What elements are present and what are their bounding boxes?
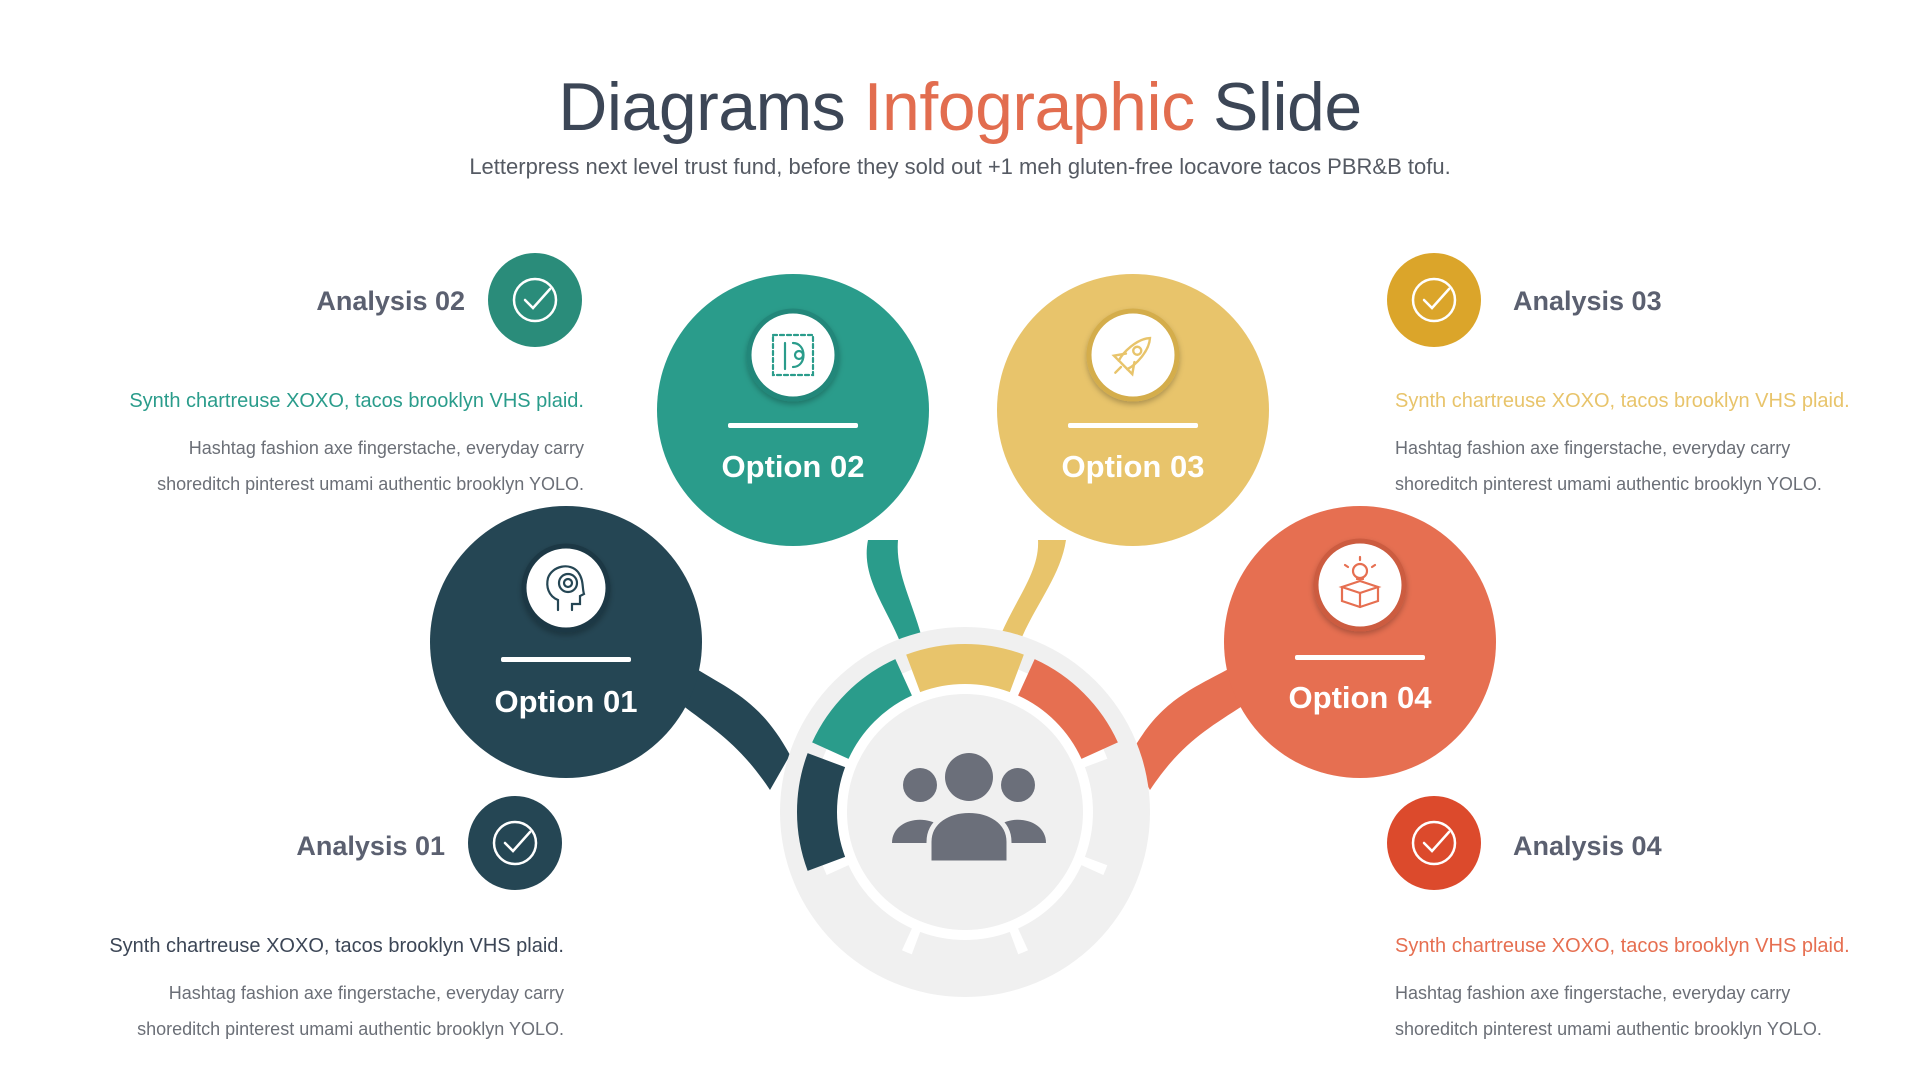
analysis-04-line-2: shoreditch pinterest umami authentic bro… [1395,1019,1822,1039]
bubble-option-02: Option 02 [657,274,929,546]
ring-segment-option-01 [797,753,846,871]
team-icon [892,753,1046,866]
bubble-option-04: Option 04 [1224,506,1496,778]
stem-option-02 [866,540,925,655]
title-part-1: Diagrams [558,69,864,145]
analysis-04-heading: Analysis 04 [1513,831,1662,861]
analysis-01-badge [468,796,562,890]
bubble-option-04-divider [1295,655,1425,660]
center-hub [780,627,1150,997]
head-brain-icon [546,565,586,612]
bubble-option-04-icon-bg [1313,538,1407,632]
analysis-02-line-2: shoreditch pinterest umami authentic bro… [157,474,584,494]
ring-segment-option-02 [812,659,912,759]
option-04-label: Option 04 [1289,680,1433,715]
bubble-option-03-icon-bg [1086,308,1180,402]
bubble-option-01-shape [430,506,702,778]
check-circle-icon [512,277,558,323]
option-01-label: Option 01 [495,684,638,719]
option-03-label: Option 03 [1062,449,1205,484]
title-part-2: Infographic [863,69,1195,145]
bubble-option-04-shape [1224,506,1496,778]
ring-segment-5 [1084,753,1133,871]
rocket-icon [1111,336,1152,377]
ring-segment-6 [1018,865,1118,965]
analysis-04-tagline: Synth chartreuse XOXO, tacos brooklyn VH… [1395,935,1850,957]
analysis-01-line-2: shoreditch pinterest umami authentic bro… [137,1019,564,1039]
analysis-02-line-1: Hashtag fashion axe fingerstache, everyd… [188,438,584,458]
slide-title: Diagrams Infographic Slide [0,68,1920,146]
ring-segment-option-03 [906,644,1024,693]
bubble-option-03-shape [997,274,1269,546]
bubble-option-02-shape [657,274,929,546]
analysis-03-line-1: Hashtag fashion axe fingerstache, everyd… [1395,438,1791,458]
analysis-02-badge [488,253,582,347]
analysis-03-badge [1387,253,1481,347]
analysis-04-line-1: Hashtag fashion axe fingerstache, everyd… [1395,983,1791,1003]
bubble-option-01: Option 01 [430,506,702,778]
analysis-03-line-2: shoreditch pinterest umami authentic bro… [1395,474,1822,494]
idea-box-icon [1338,555,1382,609]
bubble-option-03-divider [1068,423,1198,428]
ring-segment-option-04 [1018,659,1118,759]
check-circle-icon [1411,820,1457,866]
analysis-01-line-1: Hashtag fashion axe fingerstache, everyd… [168,983,564,1003]
check-circle-icon [1411,277,1457,323]
analysis-04-badge [1387,796,1481,890]
bubble-option-01-icon-bg [521,543,611,633]
analysis-01-description: Hashtag fashion axe fingerstache, everyd… [70,975,564,1047]
stem-option-03 [995,540,1066,655]
analysis-01-heading: Analysis 01 [296,831,445,861]
analysis-02-description: Hashtag fashion axe fingerstache, everyd… [90,430,584,502]
slide-subtitle: Letterpress next level trust fund, befor… [469,154,1451,179]
analysis-03-tagline: Synth chartreuse XOXO, tacos brooklyn VH… [1395,390,1850,412]
stem-option-01 [682,665,790,790]
analysis-02-tagline: Synth chartreuse XOXO, tacos brooklyn VH… [129,390,584,412]
option-02-label: Option 02 [722,449,865,484]
analysis-04-description: Hashtag fashion axe fingerstache, everyd… [1395,975,1822,1047]
stem-option-04 [1130,665,1244,790]
ring-segment-7 [906,931,1024,980]
bubble-option-01-divider [501,657,631,662]
bubble-option-02-icon-bg [746,308,840,402]
bubble-option-02-divider [728,423,858,428]
analysis-02-heading: Analysis 02 [316,286,465,316]
analysis-03-heading: Analysis 03 [1513,286,1662,316]
check-circle-icon [492,820,538,866]
bubble-option-03: Option 03 [997,274,1269,546]
analysis-03-description: Hashtag fashion axe fingerstache, everyd… [1395,430,1822,502]
analysis-01-tagline: Synth chartreuse XOXO, tacos brooklyn VH… [109,935,564,957]
connector-stems [682,540,1244,790]
ring-segment-8 [812,865,912,965]
ring-segments [797,644,1133,980]
design-tools-icon [771,333,815,377]
title-part-3: Slide [1194,69,1362,145]
